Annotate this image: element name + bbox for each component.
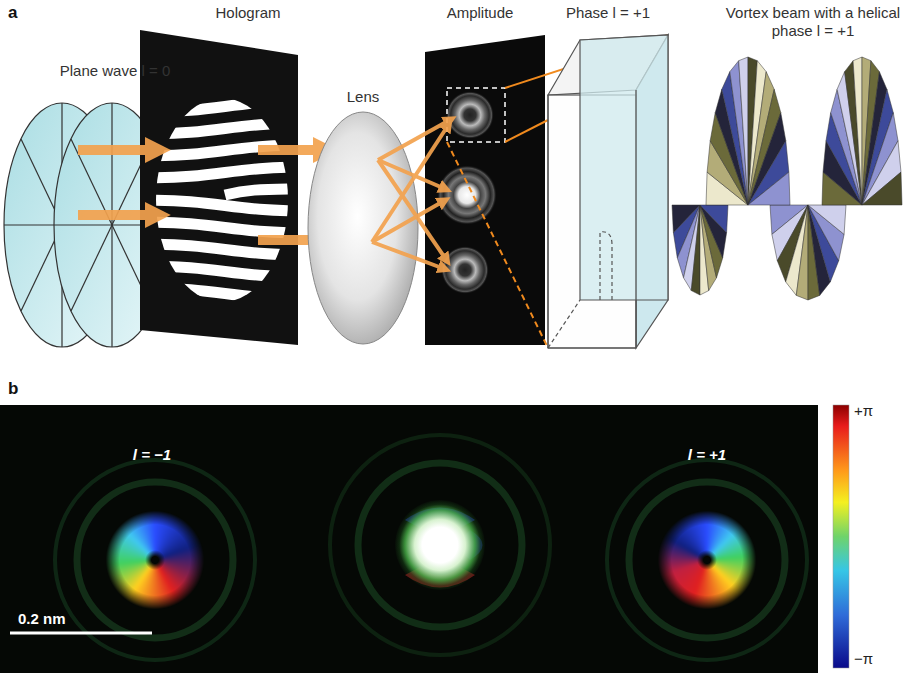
panel-letter: b bbox=[8, 380, 28, 398]
figure-label: Hologram bbox=[188, 4, 308, 22]
central-spot bbox=[395, 500, 485, 590]
phase-colour-bar bbox=[833, 405, 849, 668]
wavefront-facet bbox=[853, 57, 862, 205]
figure-label: Lens bbox=[323, 88, 403, 106]
helical-wavefront bbox=[672, 57, 902, 300]
wavefront-facet bbox=[808, 205, 846, 234]
phase-plate bbox=[548, 35, 668, 348]
phase-amplitude-image bbox=[0, 405, 818, 673]
wavefront-facet bbox=[748, 172, 790, 205]
figure-label: −π bbox=[854, 650, 904, 668]
wavefront-facet bbox=[700, 205, 728, 233]
vortex-spot bbox=[657, 510, 757, 610]
wavefront-facet bbox=[796, 205, 808, 300]
figure-label: l = −1 bbox=[112, 446, 192, 464]
figure-label: Amplitude bbox=[425, 4, 535, 22]
wavefront-facet bbox=[862, 172, 902, 205]
figure-label: Phase l = +1 bbox=[548, 4, 668, 22]
zoom-line bbox=[447, 35, 668, 348]
wavefront-facet bbox=[739, 57, 748, 205]
figure-label: Plane wave l = 0 bbox=[35, 62, 195, 80]
figure-label: 0.2 nm bbox=[18, 610, 98, 628]
wavefront-facet bbox=[862, 141, 901, 205]
vortex-spot bbox=[105, 510, 205, 610]
wavefront-facet bbox=[691, 205, 700, 295]
panel-letter: a bbox=[8, 4, 28, 22]
figure-label: Vortex beam with a helical phase l = +1 bbox=[721, 4, 905, 40]
beam-arrow bbox=[372, 121, 448, 268]
figure-label: +π bbox=[854, 402, 904, 420]
beam-arrow bbox=[78, 150, 318, 240]
figure-label: l = +1 bbox=[667, 446, 747, 464]
scale-bar bbox=[10, 632, 152, 635]
